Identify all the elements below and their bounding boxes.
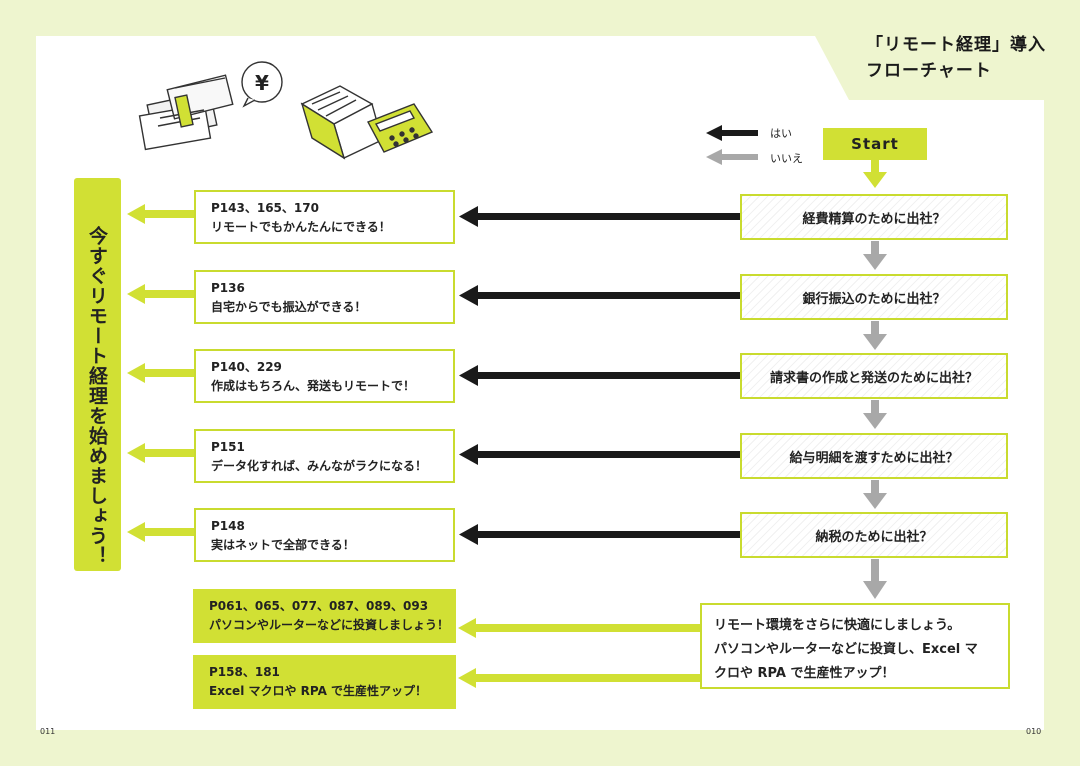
result-pages: P151 <box>211 440 245 454</box>
banner-arrow-4 <box>127 443 194 463</box>
result-text: 作成はもちろん、発送もリモートで！ <box>211 379 416 393</box>
banner-arrow-5 <box>127 522 194 542</box>
question-node: 銀行振込のために出社？ <box>740 274 1008 320</box>
side-banner-text: 今すぐリモート経理を始めましょう！ <box>86 226 108 566</box>
result-pages: P061、065、077、087、089、093 <box>209 599 429 613</box>
svg-text:¥: ¥ <box>255 71 269 95</box>
result-node: P143、165、170 リモートでもかんたんにできる！ <box>194 190 455 244</box>
start-down-arrow <box>863 160 887 188</box>
final-arrow-1 <box>458 618 700 638</box>
ledger-book-icon <box>300 85 383 160</box>
start-node: Start <box>823 128 927 160</box>
result-pages: P140、229 <box>211 360 282 374</box>
no-arrow-5 <box>863 559 887 599</box>
legend-yes-arrow <box>706 125 758 141</box>
result-pages: P136 <box>211 281 245 295</box>
final-arrow-2 <box>458 668 700 688</box>
result-text: Excel マクロや RPA で生産性アップ！ <box>209 684 428 698</box>
yes-arrow-1 <box>459 206 740 227</box>
calculator-icon <box>367 103 434 153</box>
side-banner: 今すぐリモート経理を始めましょう！ <box>74 178 121 571</box>
chart-title: 「リモート経理」導入 フローチャート <box>866 32 1046 84</box>
final-result-node: P061、065、077、087、089、093 パソコンやルーターなどに投資し… <box>193 589 456 643</box>
final-result-node: P158、181 Excel マクロや RPA で生産性アップ！ <box>193 655 456 709</box>
question-node: 経費精算のために出社？ <box>740 194 1008 240</box>
page-number-right: 010 <box>1026 727 1042 736</box>
banner-arrow-3 <box>127 363 194 383</box>
final-line: クロや RPA で生産性アップ！ <box>714 666 895 681</box>
question-node: 給与明細を渡すために出社？ <box>740 433 1008 479</box>
result-pages: P148 <box>211 519 245 533</box>
yes-arrow-3 <box>459 365 740 386</box>
page-number-left: 011 <box>40 727 56 736</box>
result-text: パソコンやルーターなどに投資しましょう！ <box>209 618 450 632</box>
result-node: P136 自宅からでも振込ができる！ <box>194 270 455 324</box>
result-node: P140、229 作成はもちろん、発送もリモートで！ <box>194 349 455 403</box>
yen-bubble-icon: ¥ <box>241 61 283 108</box>
result-text: リモートでもかんたんにできる！ <box>211 220 391 234</box>
result-text: 実はネットで全部できる！ <box>211 538 355 552</box>
banner-arrow-2 <box>127 284 194 304</box>
no-arrow-4 <box>863 480 887 509</box>
legend-no-arrow <box>706 149 758 165</box>
yes-arrow-5 <box>459 524 740 545</box>
banner-arrow-1 <box>127 204 194 224</box>
yes-arrow-2 <box>459 285 740 306</box>
result-node: P151 データ化すれば、みんながラクになる！ <box>194 429 455 483</box>
yes-arrow-4 <box>459 444 740 465</box>
no-arrow-2 <box>863 321 887 350</box>
final-line: パソコンやルーターなどに投資し、Excel マ <box>714 642 978 657</box>
legend-yes-label: はい <box>770 127 792 140</box>
cash-bundle-icon <box>138 74 234 151</box>
no-arrow-3 <box>863 400 887 429</box>
result-pages: P158、181 <box>209 665 280 679</box>
result-node: P148 実はネットで全部できる！ <box>194 508 455 562</box>
legend-no-label: いいえ <box>770 152 803 165</box>
question-node: 納税のために出社？ <box>740 512 1008 558</box>
chart-title-line1: 「リモート経理」導入 <box>866 35 1046 55</box>
chart-title-line2: フローチャート <box>866 61 992 81</box>
final-line: リモート環境をさらに快適にしましょう。 <box>714 618 961 633</box>
no-arrow-1 <box>863 241 887 270</box>
result-pages: P143、165、170 <box>211 201 319 215</box>
final-node: リモート環境をさらに快適にしましょう。 パソコンやルーターなどに投資し、Exce… <box>700 603 1010 689</box>
result-text: データ化すれば、みんながラクになる！ <box>211 459 428 473</box>
question-node: 請求書の作成と発送のために出社？ <box>740 353 1008 399</box>
result-text: 自宅からでも振込ができる！ <box>211 300 367 314</box>
